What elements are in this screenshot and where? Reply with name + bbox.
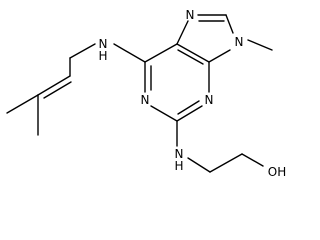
bond-ch2-o xyxy=(241,153,264,167)
atom-labels: N H N N N N N H OH xyxy=(98,8,286,179)
atom-n3: N xyxy=(205,93,214,107)
bond-c6-c5 xyxy=(144,43,178,63)
atom-h-amine-top: H xyxy=(98,49,107,63)
bond-c3-c2-double-inner xyxy=(43,81,72,99)
bond-n9-c4 xyxy=(208,49,231,63)
bond-n9-methyl xyxy=(247,39,273,51)
bond-c5-n7 xyxy=(176,20,189,45)
atom-n-amine-top: N xyxy=(99,37,108,51)
bond-n-ch2 xyxy=(187,157,211,173)
bond-ch2-ch2 xyxy=(209,153,243,173)
atom-n9: N xyxy=(235,35,244,49)
bond-me1-c3 xyxy=(6,94,39,114)
atom-h-amine-bottom: H xyxy=(174,159,183,173)
atom-n7: N xyxy=(186,8,195,22)
bond-n-c6 xyxy=(113,43,146,63)
bonds xyxy=(6,14,273,173)
bond-c1-n xyxy=(69,43,96,59)
bond-c3-c2-double xyxy=(37,75,71,96)
structure-diagram: N H N N N N N H OH xyxy=(6,8,286,179)
atom-n1: N xyxy=(141,93,150,107)
bond-c2-n3 xyxy=(176,105,203,122)
bond-c2-n3-double xyxy=(177,100,200,115)
bond-c4-c5-double xyxy=(177,49,204,65)
bond-n1-c2 xyxy=(150,105,178,122)
bond-c8-n9 xyxy=(225,14,234,34)
atom-oh: OH xyxy=(268,165,286,179)
bond-c4-c5 xyxy=(176,43,210,63)
molecule-svg: N H N N N N N H OH xyxy=(6,8,286,179)
atom-n-amine-bottom: N xyxy=(175,147,184,161)
